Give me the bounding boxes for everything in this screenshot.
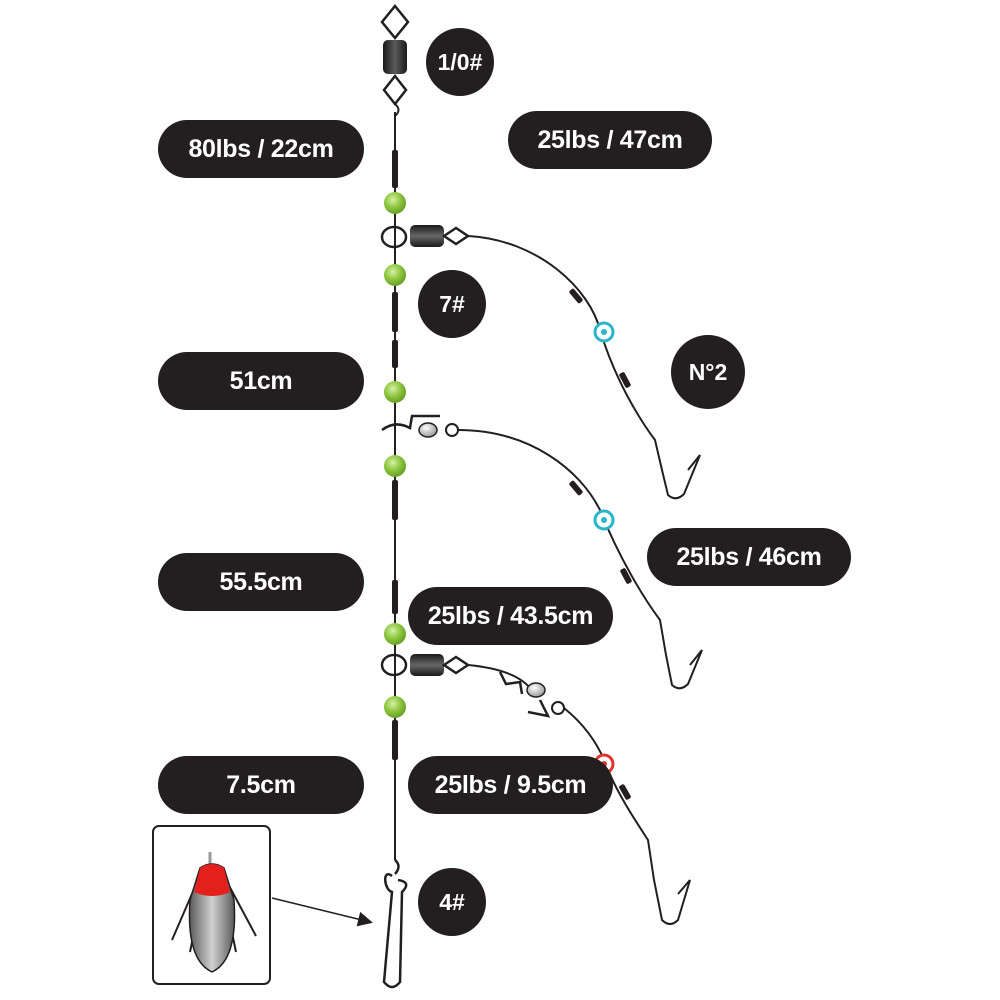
dropper-1 [380, 225, 701, 500]
sinker-icon [171, 852, 257, 973]
swivel-icon [380, 4, 410, 117]
label-dropper-4: 25lbs / 9.5cm [408, 756, 613, 814]
label-dropper-2: 25lbs / 46cm [647, 528, 851, 586]
label-hook-size: N°2 [671, 335, 745, 409]
dropper-2 [381, 414, 703, 690]
label-dropper-3: 25lbs / 43.5cm [408, 587, 613, 645]
sinker-inset [152, 825, 271, 985]
crimp-sleeves [392, 150, 398, 760]
label-dropper-1: 25lbs / 47cm [508, 111, 712, 169]
label-spacing-3: 7.5cm [158, 756, 364, 814]
label-main-line: 80lbs / 22cm [158, 120, 364, 178]
bead-teal-1 [593, 321, 615, 343]
label-spacing-2: 55.5cm [158, 553, 364, 611]
snap-icon [382, 859, 408, 989]
label-spacing-1: 51cm [158, 352, 364, 410]
bead-teal-2 [593, 509, 615, 531]
dropper-3 [380, 653, 691, 925]
label-swivel-mid: 7# [418, 270, 486, 338]
label-snap: 4# [418, 868, 486, 936]
label-swivel-top: 1/0# [426, 28, 494, 96]
arrow-icon [271, 897, 373, 927]
bead-icon [384, 192, 406, 718]
